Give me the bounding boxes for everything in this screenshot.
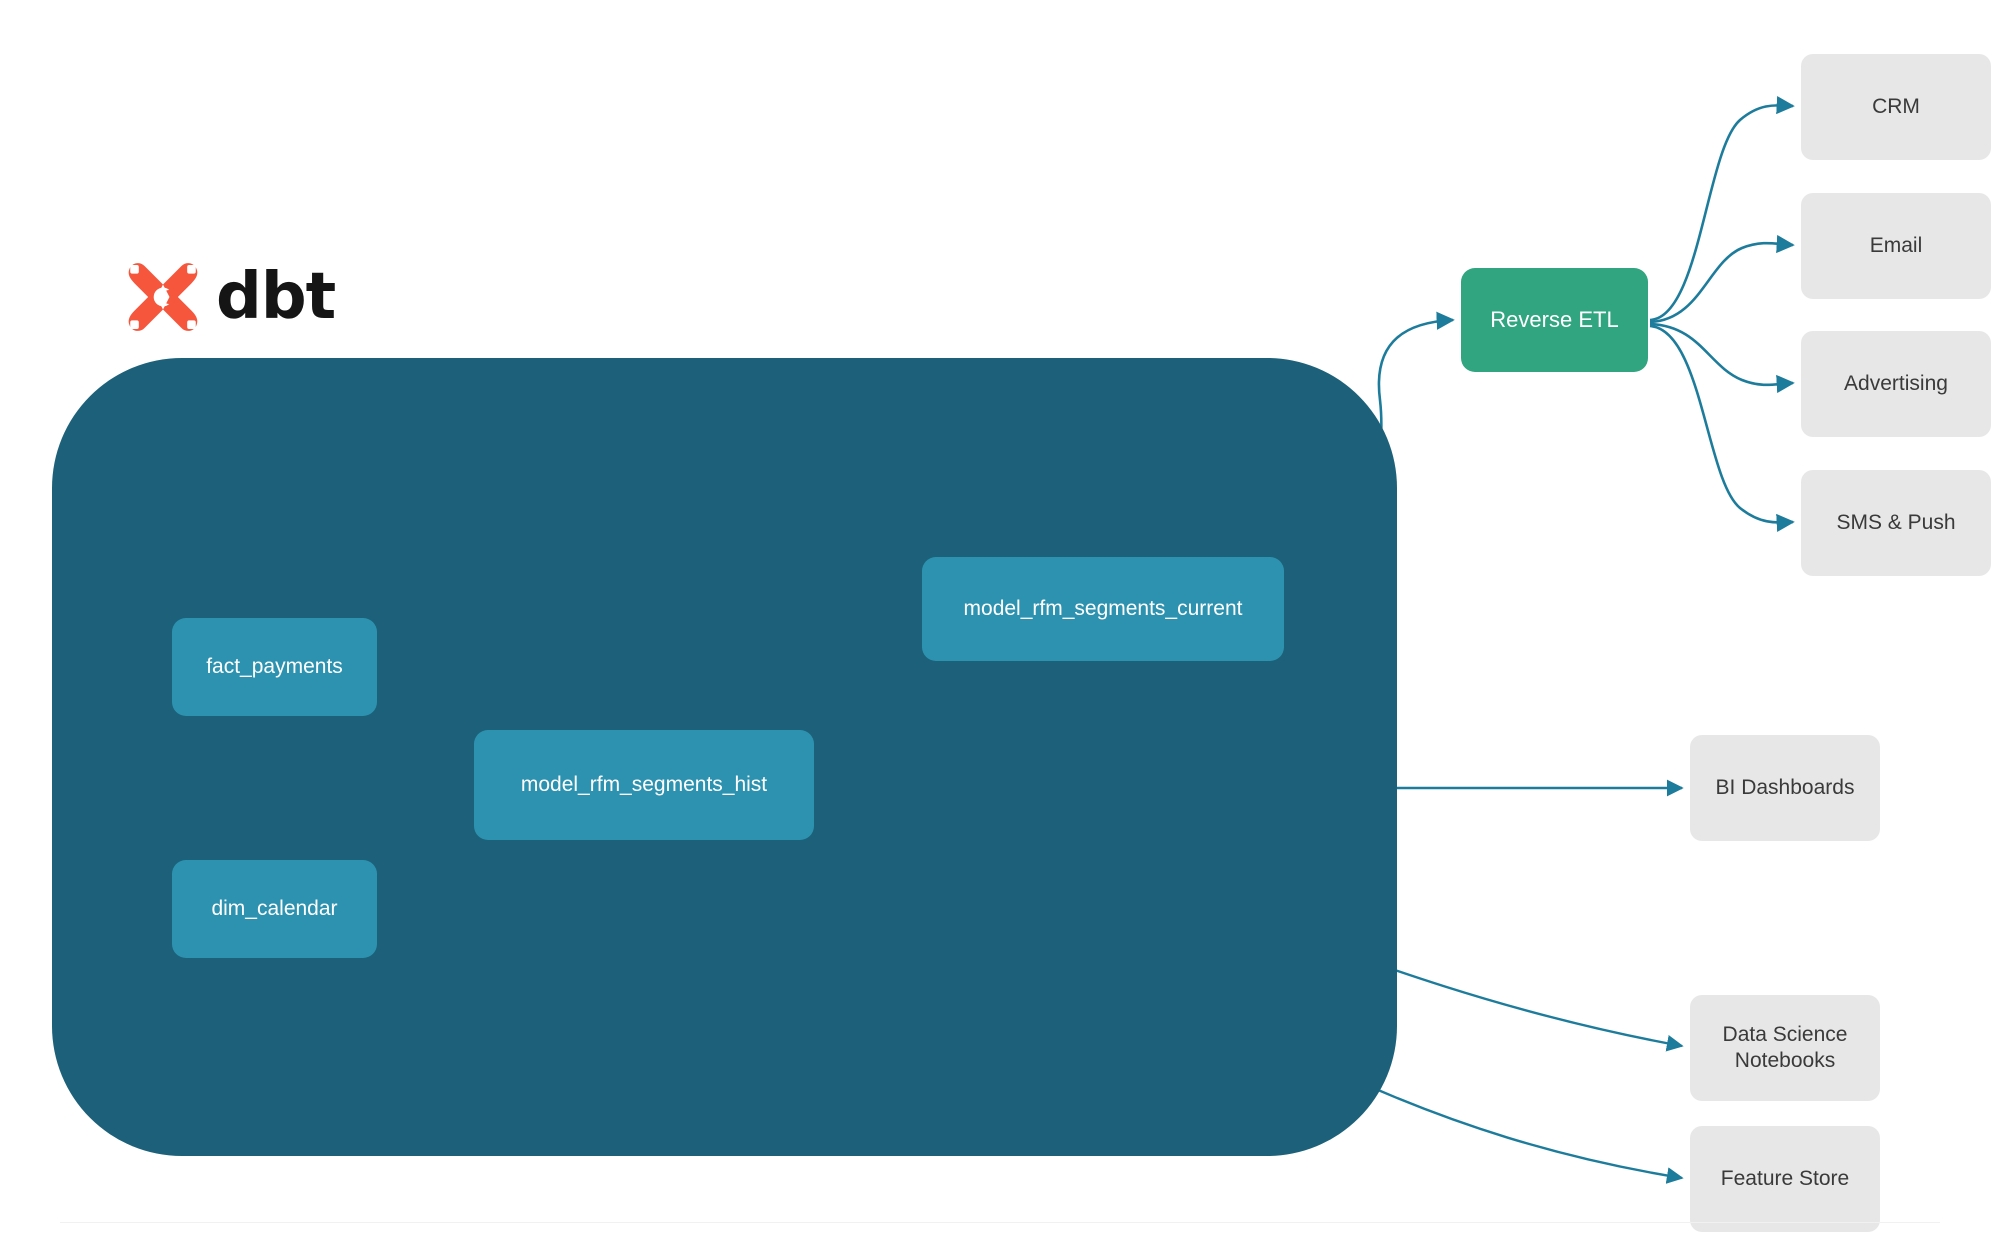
bottom-divider: [60, 1222, 1940, 1223]
dbt-logo-icon: [128, 263, 198, 331]
node-label: Data Science Notebooks: [1722, 1022, 1848, 1072]
node-label: dim_calendar: [211, 896, 338, 920]
node-label: CRM: [1872, 94, 1920, 118]
node-reverse-etl[interactable]: Reverse ETL: [1461, 268, 1648, 372]
node-advertising[interactable]: Advertising: [1801, 331, 1991, 437]
node-label: BI Dashboards: [1715, 775, 1855, 799]
node-dim-calendar[interactable]: dim_calendar: [172, 860, 377, 958]
node-label: Reverse ETL: [1490, 307, 1619, 333]
node-fact-payments[interactable]: fact_payments: [172, 618, 377, 716]
node-model-rfm-segments-hist[interactable]: model_rfm_segments_hist: [474, 730, 814, 840]
node-email[interactable]: Email: [1801, 193, 1991, 299]
node-data-science-notebooks[interactable]: Data Science Notebooks: [1690, 995, 1880, 1101]
dbt-brand-logo: dbt: [124, 258, 336, 336]
node-label: fact_payments: [206, 654, 343, 678]
node-label: SMS & Push: [1836, 510, 1956, 534]
node-label: model_rfm_segments_hist: [520, 772, 768, 796]
edge-reverse-etl-to-crm: [1649, 96, 1795, 322]
edge-reverse-etl-to-email: [1649, 234, 1795, 324]
edge-reverse-etl-to-advertising: [1649, 322, 1795, 394]
node-label: model_rfm_segments_current: [963, 596, 1243, 620]
node-bi-dashboards[interactable]: BI Dashboards: [1690, 735, 1880, 841]
node-label: Email: [1869, 233, 1923, 257]
node-feature-store[interactable]: Feature Store: [1690, 1126, 1880, 1232]
node-crm[interactable]: CRM: [1801, 54, 1991, 160]
edge-reverse-etl-to-sms-push: [1649, 324, 1795, 532]
node-sms-push[interactable]: SMS & Push: [1801, 470, 1991, 576]
node-label: Advertising: [1844, 371, 1948, 395]
node-label: Feature Store: [1720, 1166, 1850, 1190]
node-model-rfm-segments-current[interactable]: model_rfm_segments_current: [922, 557, 1284, 661]
dbt-logo-text: dbt: [216, 260, 336, 334]
